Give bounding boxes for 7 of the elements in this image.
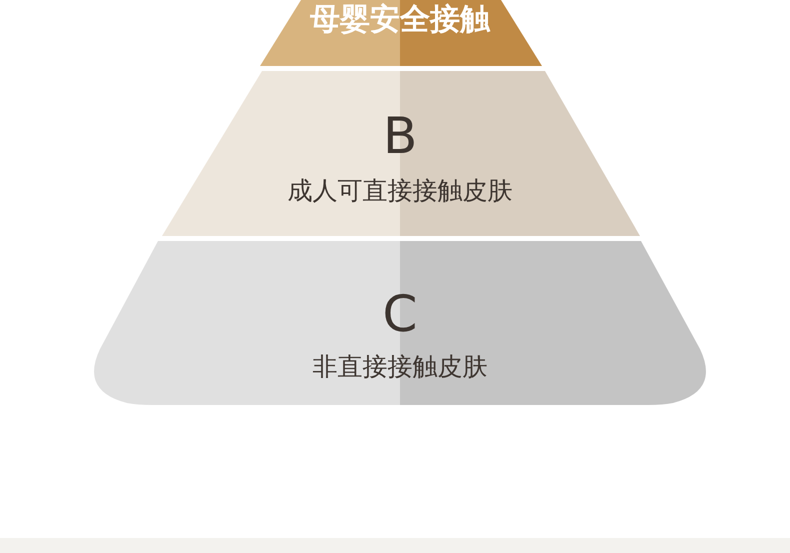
pyramid-top-tier bbox=[258, 0, 544, 66]
tier-description: 非直接接触皮肤 bbox=[312, 354, 488, 379]
tier-letter: C bbox=[382, 289, 418, 339]
tier-letter: B bbox=[383, 111, 418, 161]
tier-title: 母婴安全接触 bbox=[310, 5, 490, 35]
tier-description: 成人可直接接触皮肤 bbox=[288, 178, 512, 203]
pyramid-middle-tier bbox=[160, 71, 642, 236]
